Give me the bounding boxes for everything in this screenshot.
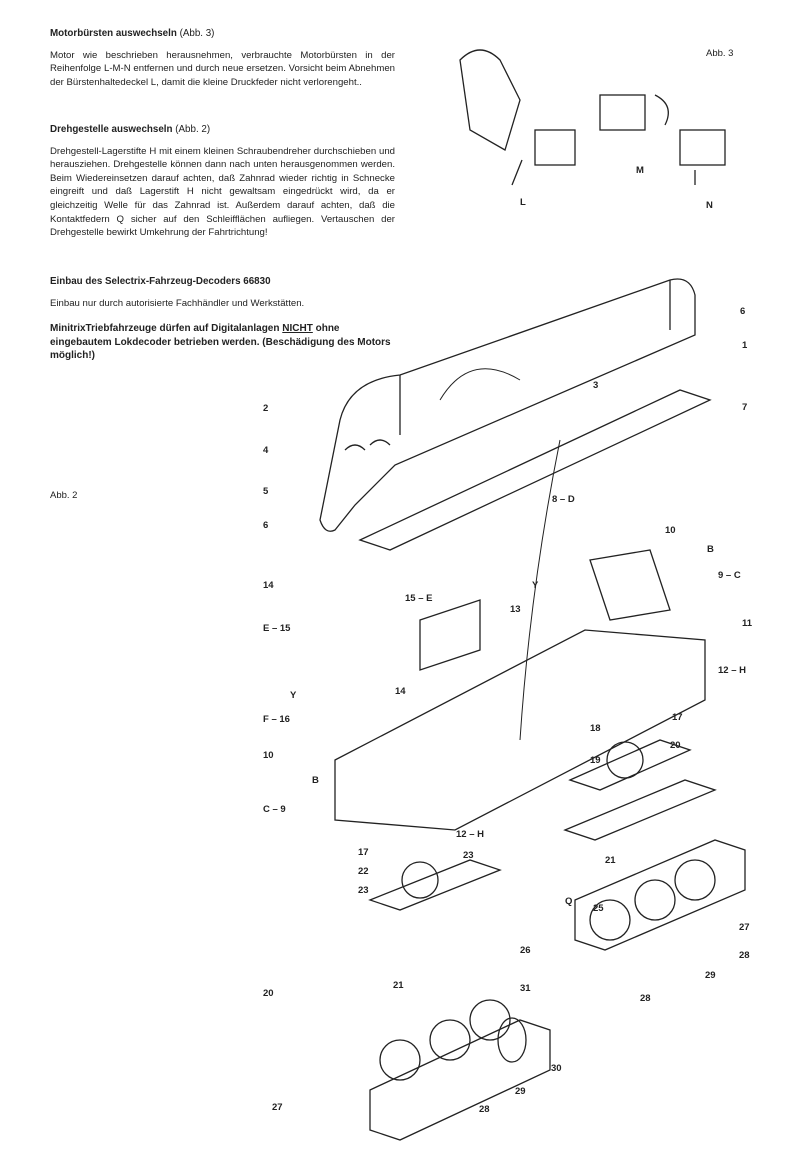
part-label: 6 [263,520,269,531]
part-label: 25 [593,903,604,914]
locomotive-body [319,278,696,532]
part-label: 28 [739,950,750,961]
part-label: B [707,544,714,555]
bogie-rear [563,739,746,951]
figure-label-abb2: Abb. 2 [50,490,78,501]
part-label: 12 – H [456,829,484,840]
part-label: 28 [479,1104,490,1115]
part-label: L [520,197,526,208]
part-label: Y [532,580,539,591]
part-label: 17 [672,712,683,723]
part-label: 21 [393,980,404,991]
part-label: M [636,165,644,176]
part-label: 29 [705,970,716,981]
motor-brush-illustration [459,49,726,186]
part-label: 20 [263,988,274,999]
section-drehgestelle: Drehgestelle auswechseln (Abb. 2) Drehge… [50,123,395,240]
part-label: 3 [593,380,599,391]
part-label: 9 – C [718,570,741,581]
part-label: 20 [670,740,681,751]
part-label: 21 [605,855,616,866]
part-label: 31 [520,983,531,994]
part-label: 12 – H [718,665,746,676]
part-label: Q [565,896,573,907]
part-label: 14 [263,580,274,591]
section-title: Motorbürsten auswechseln (Abb. 3) [50,28,215,39]
section-title: Einbau des Selectrix-Fahrzeug-Decoders 6… [50,276,271,287]
section-decoder: Einbau des Selectrix-Fahrzeug-Decoders 6… [50,275,395,310]
part-label: 14 [395,686,406,697]
part-label: 10 [665,525,676,536]
part-label: 1 [742,340,748,351]
part-label: 23 [358,885,369,896]
part-label: 29 [515,1086,526,1097]
section-motorbuersten: Motorbürsten auswechseln (Abb. 3) Motor … [50,27,395,89]
part-label: 19 [590,755,601,766]
part-label: 7 [742,402,748,413]
part-label: 4 [263,445,269,456]
warning: MinitrixTriebfahrzeuge dürfen auf Digita… [50,323,391,362]
part-label: 23 [463,850,474,861]
part-label: 5 [263,486,269,497]
part-label: 11 [742,618,753,629]
part-label: 27 [739,922,750,933]
part-label: 2 [263,403,269,414]
part-label: 22 [358,866,369,877]
section-body: Einbau nur durch autorisierte Fachhändle… [50,297,305,309]
section-body: Drehgestell-Lagerstifte H mit einem klei… [50,145,395,239]
part-label: C – 9 [263,804,286,815]
circuit-board [358,389,712,551]
part-label: 15 – E [405,593,433,604]
section-title: Drehgestelle auswechseln (Abb. 2) [50,124,211,135]
part-label: B [312,775,319,786]
section-body: Motor wie beschrieben herausnehmen, verb… [50,49,395,88]
part-label: 6 [740,306,746,317]
part-label: N [706,200,713,211]
chassis-frame [334,549,706,831]
part-label: Y [290,690,297,701]
part-label: E – 15 [263,623,291,634]
part-label: 10 [263,750,274,761]
figure-label-abb3: Abb. 3 [706,48,734,59]
part-label: 13 [510,604,521,615]
part-label: 18 [590,723,601,734]
part-label: 27 [272,1102,283,1113]
part-label: 26 [520,945,531,956]
part-label: F – 16 [263,714,290,725]
part-label: 28 [640,993,651,1004]
part-label: 8 – D [552,494,575,505]
part-label: 17 [358,847,369,858]
part-label: 30 [551,1063,562,1074]
bogie-front [368,859,551,1141]
